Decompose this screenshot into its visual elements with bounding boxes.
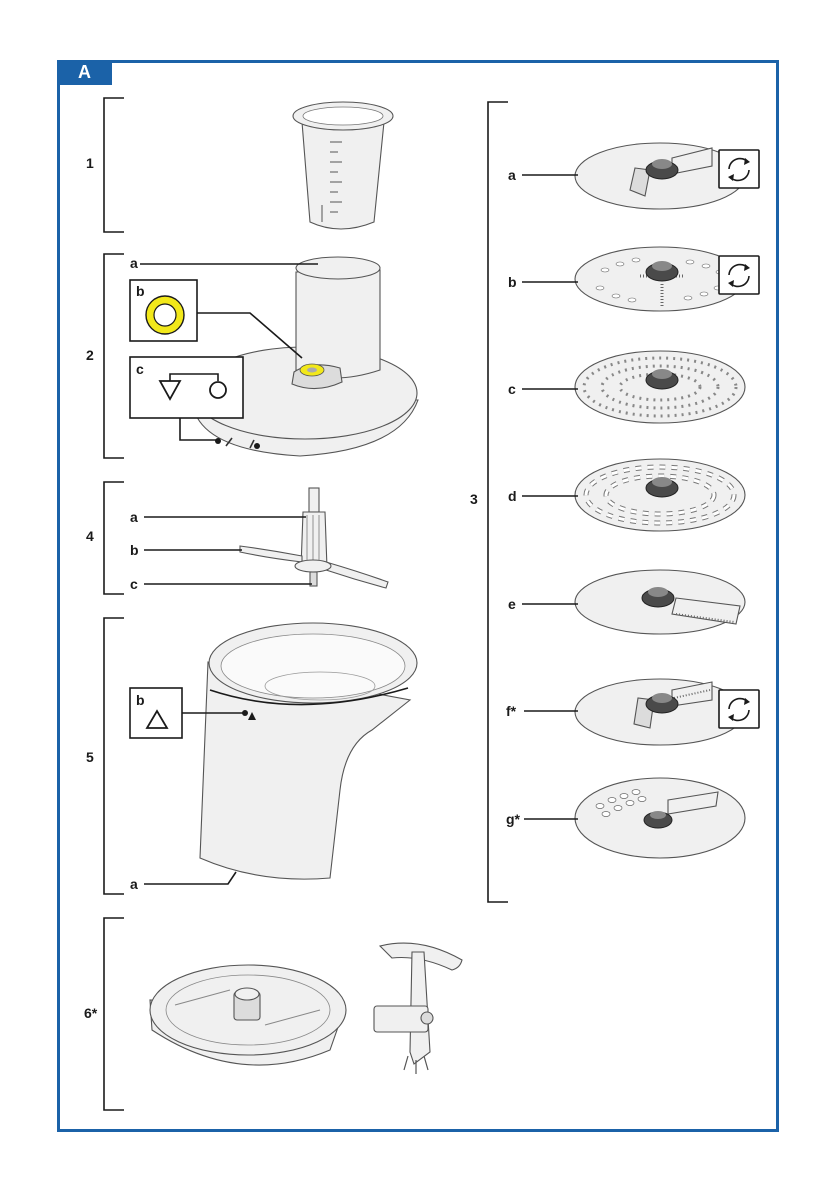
disc-e (575, 570, 745, 634)
group5-label-a: a (130, 876, 138, 892)
group4-label-a: a (130, 509, 138, 525)
group3-label-b: b (508, 274, 517, 290)
disc-c (575, 351, 745, 423)
bracket-group-1: 1 (86, 98, 124, 232)
group5-label-b: b (136, 692, 145, 708)
rotate-arrows-icon (719, 150, 759, 188)
group-1-label: 1 (86, 155, 94, 171)
group-5-label: 5 (86, 749, 94, 765)
group2-label-b: b (136, 283, 145, 299)
group-3-label: 3 (470, 491, 478, 507)
group3-label-a: a (508, 167, 516, 183)
disc-d (575, 459, 745, 531)
group3-label-c: c (508, 381, 516, 397)
group2-label-a: a (130, 255, 138, 271)
group4-label-b: b (130, 542, 139, 558)
universal-blade (240, 488, 388, 588)
storage-lid (150, 965, 346, 1065)
rotate-arrows-icon (719, 690, 759, 728)
bracket-group-6: 6* (84, 918, 124, 1110)
group-2-label: 2 (86, 347, 94, 363)
removal-tool (374, 943, 462, 1074)
bracket-group-3: 3 (470, 102, 508, 902)
disc-g (575, 778, 745, 858)
bracket-group-4: 4 (86, 482, 124, 594)
group2-label-c: c (136, 361, 144, 377)
group3-label-f: f* (506, 703, 517, 719)
processing-bowl (200, 623, 417, 879)
group3-label-d: d (508, 488, 517, 504)
group4-label-c: c (130, 576, 138, 592)
measuring-cup (293, 102, 393, 229)
bracket-group-5: 5 (86, 618, 124, 894)
bracket-group-2: 2 (86, 254, 124, 458)
rotate-arrows-icon (719, 256, 759, 294)
group-4-label: 4 (86, 528, 94, 544)
group-6-label: 6* (84, 1005, 98, 1021)
group3-label-e: e (508, 596, 516, 612)
group3-label-g: g* (506, 811, 521, 827)
